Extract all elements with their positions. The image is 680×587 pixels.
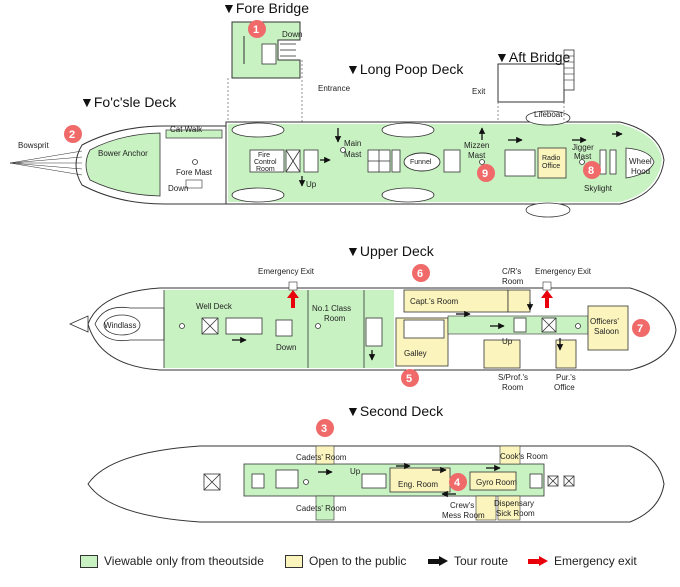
focsle-down-label: Down [168, 184, 188, 193]
top-deck-section: ▼Fore Bridge ▼Long Poop Deck ▼Aft Bridge… [9, 0, 665, 218]
svg-text:6: 6 [417, 268, 423, 280]
svg-text:7: 7 [637, 323, 643, 335]
no1-class-room-label-2: Room [324, 314, 346, 323]
upper-deck-title: ▼Upper Deck [346, 243, 435, 259]
windlass-label: Windlass [104, 321, 136, 330]
focsle-hull [9, 125, 227, 205]
svg-text:8: 8 [588, 165, 594, 177]
legend-emergency: Emergency exit [528, 554, 637, 568]
legend-viewable-label: Viewable only from theoutside [104, 554, 264, 568]
bowsprit-label: Bowsprit [18, 141, 49, 150]
svg-text:9: 9 [482, 168, 488, 180]
public-swatch [285, 554, 303, 568]
fore-bridge-down-label: Down [282, 30, 302, 39]
legend-tour-label: Tour route [454, 554, 509, 568]
legend-public-label: Open to the public [309, 554, 407, 568]
jigger-mast-label-2: Mast [574, 152, 592, 161]
badge-1[interactable]: 1 [248, 20, 266, 38]
mizzen-mast-label-1: Mizzen [464, 141, 489, 150]
badge-6[interactable]: 6 [412, 264, 430, 282]
wheel-hood-label-2: Hood [631, 167, 650, 176]
svg-text:2: 2 [69, 129, 75, 141]
jigger-mast-label-1: Jigger [572, 143, 594, 152]
officers-saloon-label-1: Officers' [590, 317, 619, 326]
mizzen-mast-label-2: Mast [468, 151, 486, 160]
fire-control-label-3: Room [256, 166, 275, 173]
legend-tour: Tour route [428, 554, 508, 568]
lifeboat-label: Lifeboat [534, 110, 563, 119]
poop-up-label: Up [306, 180, 317, 189]
radio-office-label-2: Office [542, 163, 560, 170]
numbered-badges: 1 2 3 4 5 6 7 8 9 [64, 20, 650, 491]
second-up-label: Up [350, 467, 361, 476]
aft-bridge-title: ▼Aft Bridge [495, 49, 571, 65]
crews-mess-label-2: Mess Room [442, 511, 485, 520]
tour-route-arrow-icon [428, 555, 448, 567]
entrance-label: Entrance [318, 84, 351, 93]
purs-office-label-2: Office [554, 383, 575, 392]
upper-down-label: Down [276, 343, 296, 352]
badge-5[interactable]: 5 [401, 369, 419, 387]
crews-mess-label-1: Crew's [450, 501, 474, 510]
emergency-exit-right-label: Emergency Exit [535, 267, 592, 276]
badge-8[interactable]: 8 [583, 161, 601, 179]
legend-public: Open to the public [285, 554, 406, 568]
badge-9[interactable]: 9 [477, 164, 495, 182]
badge-3[interactable]: 3 [316, 419, 334, 437]
main-mast-label-1: Main [344, 139, 361, 148]
radio-office-label-1: Radio [542, 155, 560, 162]
fire-control-label-1: Fire [258, 152, 270, 159]
dispensary-label-2: Sick Room [496, 509, 535, 518]
svg-text:1: 1 [253, 24, 259, 36]
fire-control-label-2: Control [254, 159, 277, 166]
long-poop-deck [225, 110, 665, 218]
well-deck-label: Well Deck [196, 302, 233, 311]
badge-4[interactable]: 4 [449, 473, 467, 491]
svg-text:3: 3 [321, 423, 327, 435]
cooks-room-label: Cook's Room [500, 452, 548, 461]
catwalk-label: Cat Walk [170, 125, 203, 134]
skylight-label: Skylight [584, 184, 613, 193]
focsle-deck-title: ▼Fo'c'sle Deck [80, 94, 177, 110]
emergency-exit-left-label: Emergency Exit [258, 267, 315, 276]
cr-room-label-1: C/R's [502, 267, 521, 276]
dispensary-label-1: Dispensary [494, 499, 534, 508]
no1-class-room-label-1: No.1 Class [312, 304, 351, 313]
purs-office-label-1: Pur.'s [556, 373, 576, 382]
long-poop-deck-title: ▼Long Poop Deck [346, 61, 464, 77]
sprof-room-label-2: Room [502, 383, 524, 392]
aft-bridge [497, 49, 575, 122]
badge-7[interactable]: 7 [632, 319, 650, 337]
gyro-room-label: Gyro Room [476, 478, 517, 487]
second-deck-section: ▼Second Deck Cadets' Room Cadets' Room U… [87, 403, 665, 523]
upper-deck-section: ▼Upper Deck Emergency Exit Emergency Exi… [69, 243, 677, 392]
viewable-swatch [80, 554, 98, 568]
cr-room-label-2: Room [502, 277, 524, 286]
svg-text:5: 5 [406, 373, 412, 385]
capts-room-label: Capt.'s Room [410, 297, 459, 306]
eng-room-label: Eng. Room [398, 480, 438, 489]
fore-bridge-title: ▼Fore Bridge [222, 0, 309, 16]
legend: Viewable only from theoutside Open to th… [0, 548, 680, 578]
main-mast-label-2: Mast [344, 150, 362, 159]
wheel-hood-label-1: Wheel [629, 157, 652, 166]
legend-viewable: Viewable only from theoutside [80, 554, 264, 568]
badge-2[interactable]: 2 [64, 125, 82, 143]
fore-mast-label: Fore Mast [176, 168, 213, 177]
cadets-room-bottom-label: Cadets' Room [296, 504, 347, 513]
legend-emergency-label: Emergency exit [554, 554, 637, 568]
galley-label: Galley [404, 349, 427, 358]
sprof-room-label-1: S/Prof.'s [498, 373, 528, 382]
bower-anchor-label: Bower Anchor [98, 149, 148, 158]
funnel-label: Funnel [410, 159, 432, 166]
officers-saloon-label-2: Saloon [594, 327, 619, 336]
fore-bridge [227, 21, 303, 122]
second-deck-title: ▼Second Deck [346, 403, 444, 419]
upper-up-label: Up [502, 337, 513, 346]
svg-text:4: 4 [454, 477, 461, 489]
cadets-room-top-label: Cadets' Room [296, 453, 347, 462]
exit-label: Exit [472, 87, 486, 96]
emergency-exit-arrow-icon [528, 555, 548, 567]
